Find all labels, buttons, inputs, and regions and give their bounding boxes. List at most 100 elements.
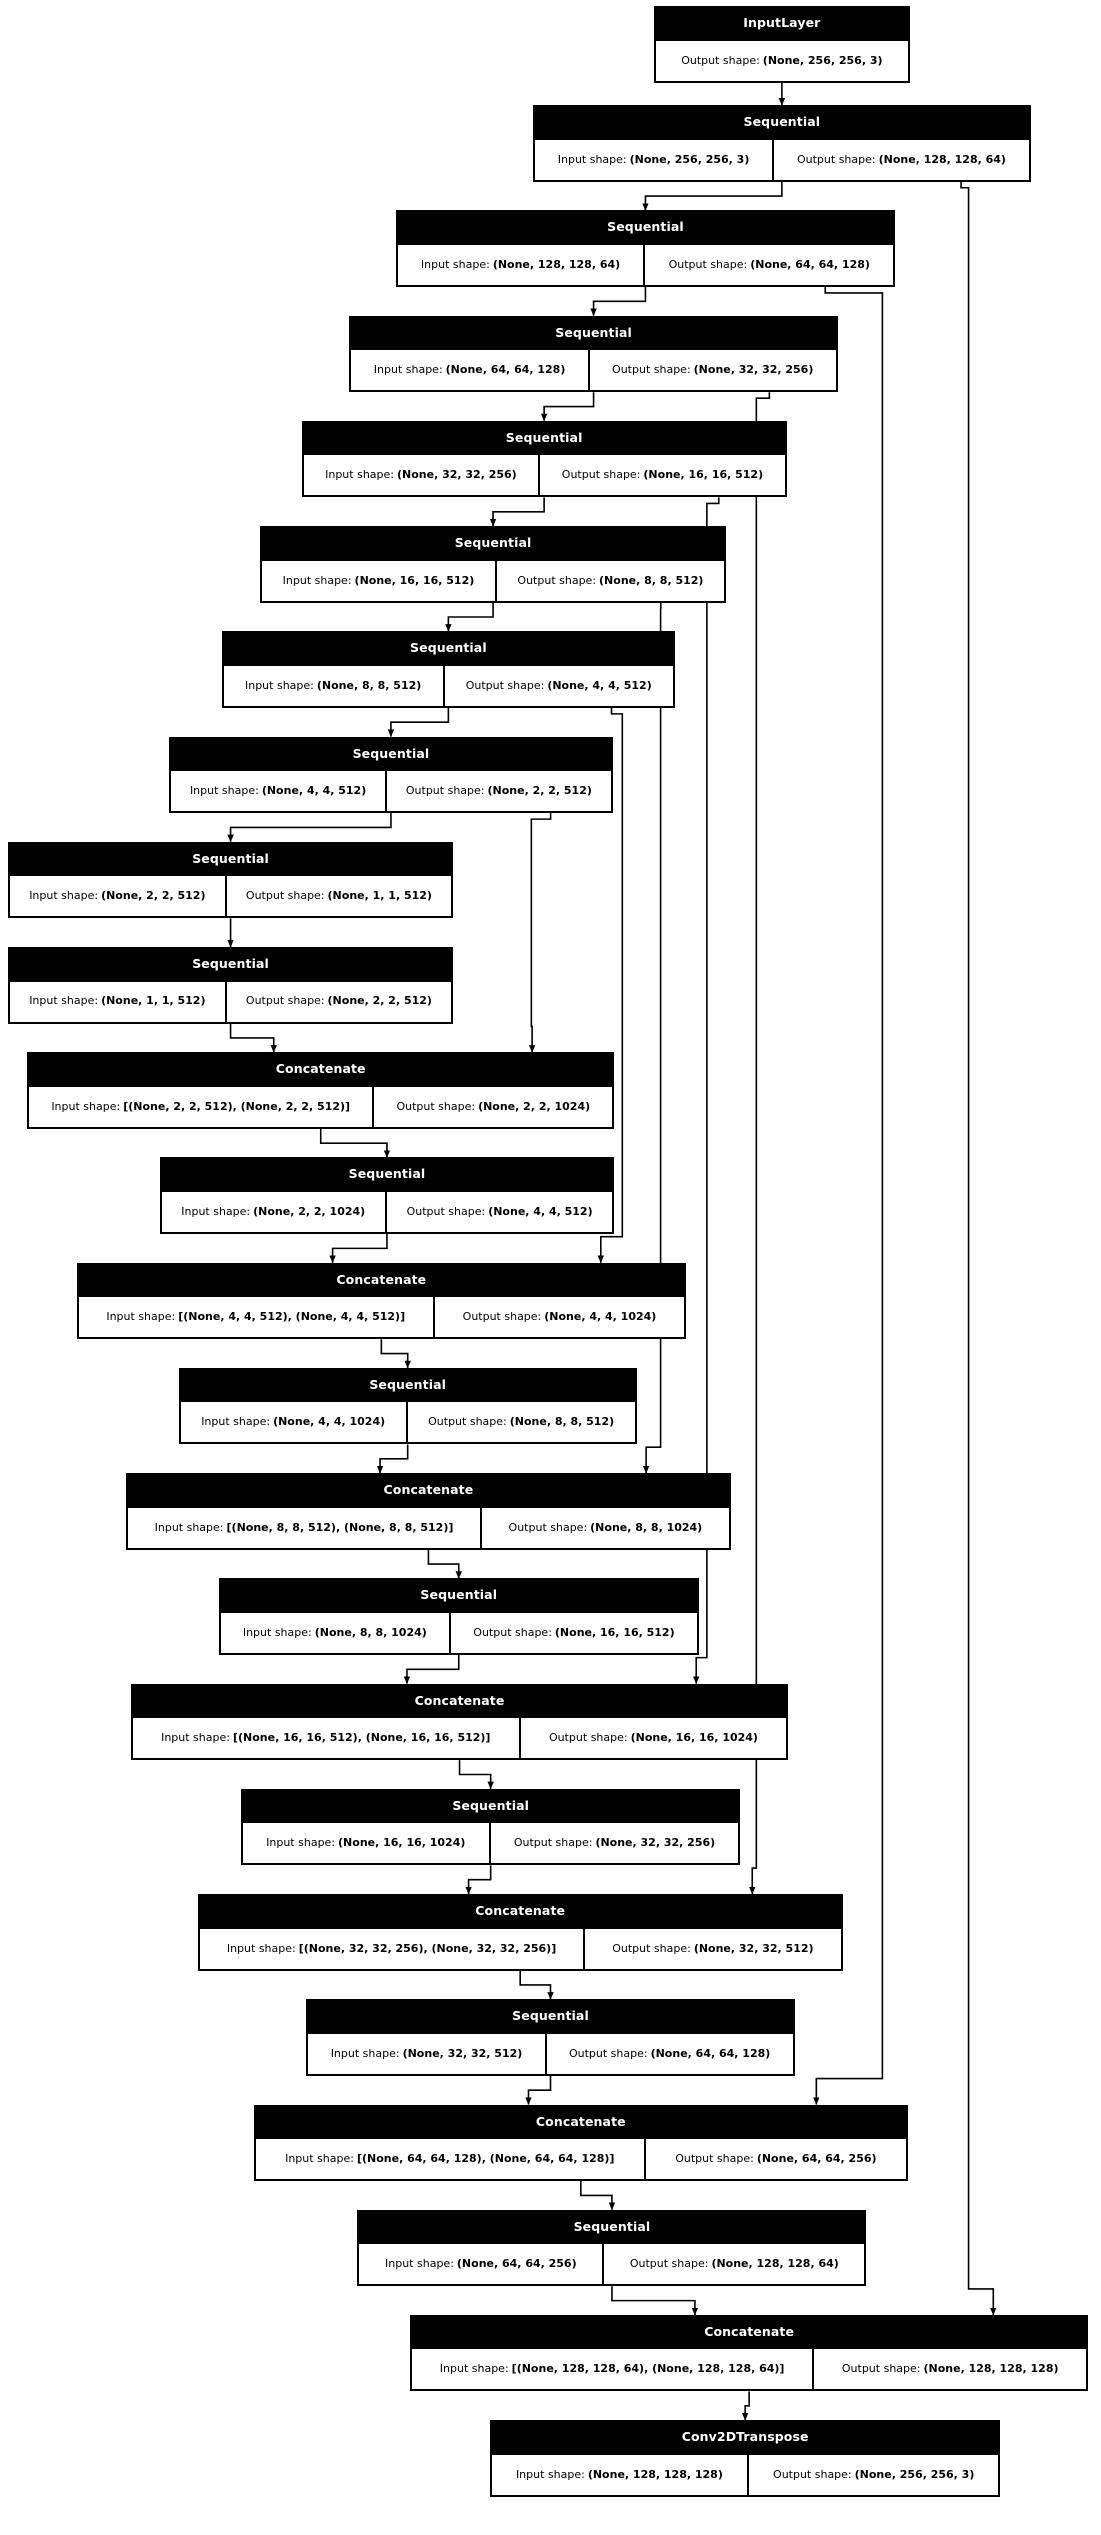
node-title: Sequential	[242, 1790, 739, 1822]
edge-sequential	[519, 1970, 554, 2000]
node-input-shape-label: Input shape:	[189, 784, 259, 798]
node-input-shape-label: Input shape:	[244, 678, 314, 692]
edge-sequential	[741, 2391, 750, 2421]
node-input-shape-cell: Input shape:(None, 64, 64, 256)	[359, 2244, 602, 2284]
node-input-shape-label: Input shape:	[515, 2467, 585, 2481]
node-title: Concatenate	[412, 2316, 1087, 2348]
node-input-shape-value: [(None, 64, 64, 128), (None, 64, 64, 128…	[356, 2151, 615, 2165]
node-input-shape-value: [(None, 16, 16, 512), (None, 16, 16, 512…	[232, 1731, 491, 1745]
node-shape-row: Input shape:(None, 32, 32, 256)Output sh…	[303, 453, 785, 496]
node-input-shape-cell: Input shape:[(None, 16, 16, 512), (None,…	[133, 1718, 519, 1758]
node-output-shape-value: (None, 16, 16, 1024)	[630, 1731, 758, 1745]
node-output-shape-label: Output shape:	[548, 1731, 628, 1745]
node-input-shape-cell: Input shape:(None, 128, 128, 64)	[398, 245, 644, 285]
node-input-shape-label: Input shape:	[51, 1099, 121, 1113]
node-output-shape-label: Output shape:	[681, 53, 760, 67]
node-input-shape-label: Input shape:	[282, 573, 352, 587]
node-output-shape-label: Output shape:	[668, 257, 748, 271]
node-input-shape-cell: Input shape:[(None, 32, 32, 256), (None,…	[200, 1929, 583, 1969]
edge-sequential	[319, 1128, 391, 1158]
node-output-shape-label: Output shape:	[405, 784, 485, 798]
node-output-shape-value: (None, 2, 2, 1024)	[478, 1099, 591, 1113]
node-shape-row: Input shape:(None, 16, 16, 512)Output sh…	[262, 558, 724, 601]
node-input-shape-value: (None, 128, 128, 128)	[587, 2467, 723, 2481]
node-output-shape-label: Output shape:	[396, 1099, 476, 1113]
node-output-shape-value: (None, 128, 128, 64)	[878, 152, 1006, 166]
node-output-shape-cell: Output shape:(None, 64, 64, 128)	[544, 2033, 793, 2074]
node-output-shape-label: Output shape:	[462, 1310, 542, 1324]
node-input-shape-cell: Input shape:[(None, 4, 4, 512), (None, 4…	[79, 1297, 433, 1337]
node-input-shape-label: Input shape:	[154, 1520, 224, 1534]
edge-skip-connection	[960, 181, 997, 2316]
node-output-shape-value: (None, 16, 16, 512)	[554, 1625, 675, 1639]
node-output-shape-cell: Output shape:(None, 64, 64, 128)	[643, 244, 893, 285]
node-input-shape-value: (None, 8, 8, 1024)	[314, 1625, 427, 1639]
node-input-shape-cell: Input shape:[(None, 2, 2, 512), (None, 2…	[29, 1087, 372, 1127]
node-output-shape-label: Output shape:	[561, 468, 641, 482]
node-output-shape-cell: Output shape:(None, 128, 128, 64)	[772, 139, 1029, 180]
node-shape-row: Input shape:(None, 64, 64, 256)Output sh…	[359, 2242, 865, 2285]
node-shape-row: Input shape:(None, 128, 128, 64)Output s…	[397, 242, 894, 285]
edge-sequential	[540, 392, 595, 422]
edge-sequential	[387, 707, 450, 737]
node-title: Concatenate	[128, 1475, 729, 1506]
node-output-shape-value: (None, 32, 32, 256)	[595, 1836, 716, 1850]
node-title: Concatenate	[78, 1264, 685, 1296]
node-output-shape-label: Output shape:	[465, 678, 545, 692]
node-input-shape-label: Input shape:	[106, 1310, 176, 1324]
node-output-shape-label: Output shape:	[675, 2151, 754, 2165]
node-output-shape-cell: Output shape:(None, 32, 32, 512)	[583, 1928, 840, 1969]
node-title: Sequential	[9, 949, 452, 980]
node-input-shape-value: [(None, 8, 8, 512), (None, 8, 8, 512)]	[226, 1520, 454, 1534]
node-input-shape-cell: Input shape:(None, 32, 32, 512)	[308, 2034, 544, 2074]
node-input-shape-cell: Input shape:(None, 8, 8, 1024)	[221, 1613, 449, 1653]
node-shape-row: Input shape:(None, 4, 4, 1024)Output sha…	[180, 1400, 635, 1443]
node-input-shape-label: Input shape:	[373, 363, 443, 377]
edge-skip-connection	[749, 392, 771, 1895]
node-shape-row: Input shape:(None, 2, 2, 1024)Output sha…	[161, 1189, 613, 1232]
edge-sequential	[642, 181, 783, 211]
node-shape-row: Input shape:(None, 256, 256, 3)Output sh…	[534, 137, 1029, 180]
node-shape-row: Input shape:[(None, 64, 64, 128), (None,…	[255, 2137, 906, 2180]
node-output-shape-cell: Output shape:(None, 8, 8, 1024)	[479, 1507, 729, 1548]
node-input-shape-label: Input shape:	[325, 468, 394, 482]
node-output-shape-value: (None, 2, 2, 512)	[487, 784, 592, 798]
edge-sequential	[489, 497, 545, 527]
node-input-shape-value: (None, 4, 4, 512)	[261, 784, 367, 798]
node-output-shape-cell: Output shape:(None, 16, 16, 1024)	[518, 1718, 787, 1759]
node-input-shape-label: Input shape:	[439, 2362, 509, 2376]
edge-sequential	[427, 1549, 462, 1579]
node-title: Conv2DTranspose	[491, 2422, 999, 2453]
node-title: Concatenate	[132, 1685, 787, 1717]
node-shape-row: Input shape:(None, 8, 8, 512)Output shap…	[223, 663, 673, 706]
edge-sequential	[329, 1234, 388, 1264]
edge-skip-connection	[642, 602, 662, 1474]
node-input-shape-value: (None, 2, 2, 512)	[101, 889, 206, 903]
edge-sequential	[611, 2286, 699, 2316]
node-output-shape-label: Output shape:	[406, 1204, 486, 1218]
